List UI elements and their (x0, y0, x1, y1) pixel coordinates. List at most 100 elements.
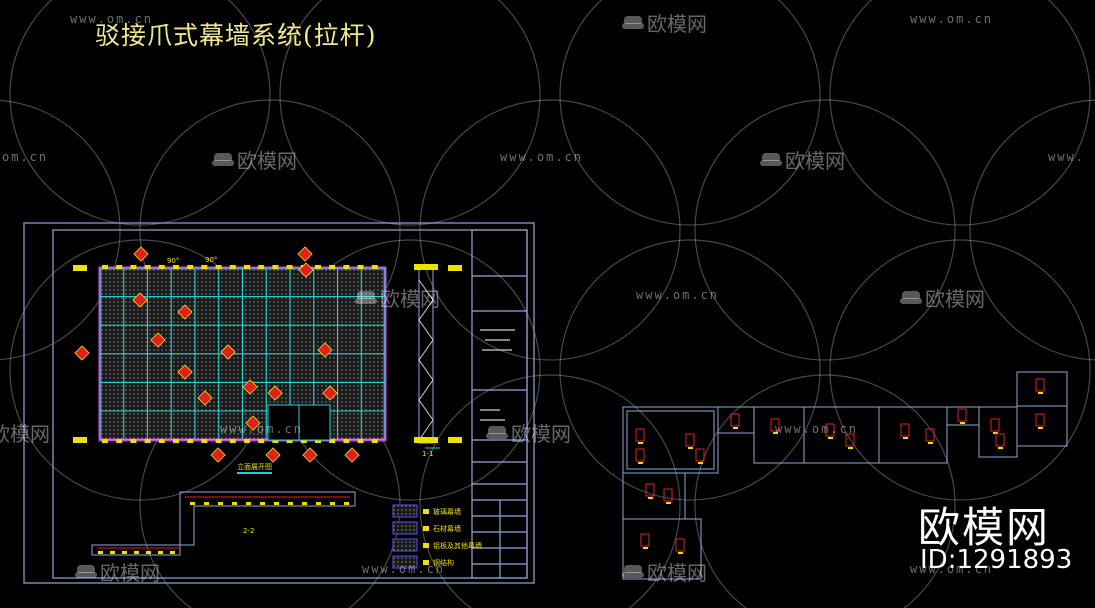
sofa-logo-icon (75, 564, 97, 579)
sofa-logo-icon (622, 564, 644, 579)
detail-marker (635, 428, 645, 442)
node-marker (177, 304, 193, 320)
border-marker (315, 439, 321, 443)
watermark-url: www.om.cn (70, 12, 154, 26)
node-marker (197, 390, 213, 406)
plan-marker (232, 502, 237, 505)
detail-marker (903, 437, 908, 439)
watermark-brand: 欧模网 (355, 283, 440, 312)
plan-detail-strip (91, 491, 356, 556)
border-marker (448, 265, 462, 271)
watermark-url: www.om.cn (910, 562, 994, 576)
legend-block (392, 504, 429, 569)
border-marker (201, 265, 208, 269)
plan-marker (330, 502, 335, 505)
plan-marker (170, 551, 175, 554)
border-marker (244, 439, 250, 443)
legend-item: 石材幕墙 (433, 525, 461, 533)
watermark-url: www.om.cn (500, 150, 584, 164)
border-marker (158, 265, 165, 269)
legend-item: 钢结构 (433, 559, 454, 567)
border-marker (286, 439, 293, 443)
border-marker (448, 437, 462, 443)
border-marker (315, 265, 321, 269)
detail-marker (733, 427, 738, 429)
border-marker (272, 439, 279, 443)
node-marker (317, 342, 333, 358)
border-marker (73, 437, 87, 443)
detail-sheets-right (622, 371, 1068, 580)
border-marker (116, 265, 123, 269)
watermark-brand: 欧模网 (900, 283, 985, 312)
sofa-logo-icon (622, 15, 644, 30)
plan-marker (98, 551, 103, 554)
plan-marker (134, 551, 139, 554)
node-marker (344, 447, 360, 463)
drawing-sheet-left (23, 222, 535, 584)
detail-marker (1038, 392, 1043, 394)
detail-marker (990, 418, 1000, 432)
detail-marker (1038, 427, 1043, 429)
plan-marker (190, 502, 195, 505)
border-marker (371, 265, 378, 269)
border-marker (73, 265, 87, 271)
watermark-url: www. (1048, 150, 1085, 164)
detail-marker (957, 408, 967, 422)
legend-item: 铝板及其他幕墙 (433, 542, 482, 550)
border-marker (102, 439, 108, 443)
detail-marker (828, 437, 833, 439)
node-marker (242, 379, 258, 395)
detail-marker (1035, 378, 1045, 392)
border-marker (173, 439, 179, 443)
detail-marker (1035, 413, 1045, 427)
detail-marker (993, 432, 998, 434)
asset-id-label: ID:1291893 (920, 545, 1073, 575)
detail-marker (995, 433, 1005, 447)
node-marker (132, 292, 148, 308)
detail-marker (925, 428, 935, 442)
detail-marker (770, 418, 780, 432)
plan-marker (146, 551, 151, 554)
border-marker (329, 439, 336, 443)
node-marker (133, 246, 149, 262)
border-marker (244, 265, 250, 269)
border-marker (102, 265, 108, 269)
dimension-label: 90° (167, 257, 180, 265)
plan-marker (246, 502, 251, 505)
side-section-column (414, 264, 440, 449)
node-marker (150, 332, 166, 348)
border-marker (173, 265, 179, 269)
brand-logo-text: 欧模网 (918, 503, 1051, 552)
detail-marker (698, 462, 703, 464)
section-caption: 1-1 (422, 450, 434, 458)
node-marker (177, 364, 193, 380)
sofa-logo-icon (212, 152, 234, 167)
border-marker (144, 439, 151, 443)
detail-marker (960, 422, 965, 424)
node-marker (322, 385, 338, 401)
node-marker (265, 447, 281, 463)
border-marker (357, 265, 364, 269)
border-marker (201, 439, 208, 443)
plan-marker (260, 502, 265, 505)
sofa-logo-icon (355, 290, 377, 305)
border-marker (286, 265, 293, 269)
plan-marker (122, 551, 127, 554)
border-marker (343, 439, 350, 443)
plan-marker (302, 502, 307, 505)
watermark-brand: 欧模网 (486, 418, 571, 447)
plan-marker (316, 502, 321, 505)
watermark-url: om.cn (2, 150, 49, 164)
legend-item: 玻璃幕墙 (433, 508, 461, 516)
node-marker (210, 447, 226, 463)
detail-caption: 2-2 (243, 527, 255, 535)
border-marker (130, 265, 137, 269)
border-marker (144, 265, 151, 269)
border-marker (187, 439, 194, 443)
watermark-url: www.om.cn (636, 288, 720, 302)
border-marker (272, 265, 279, 269)
watermark-brand: 欧模网 (212, 145, 297, 174)
watermark-url: www.om.cn (220, 422, 304, 436)
watermark-url: www.om.cn (362, 562, 446, 576)
